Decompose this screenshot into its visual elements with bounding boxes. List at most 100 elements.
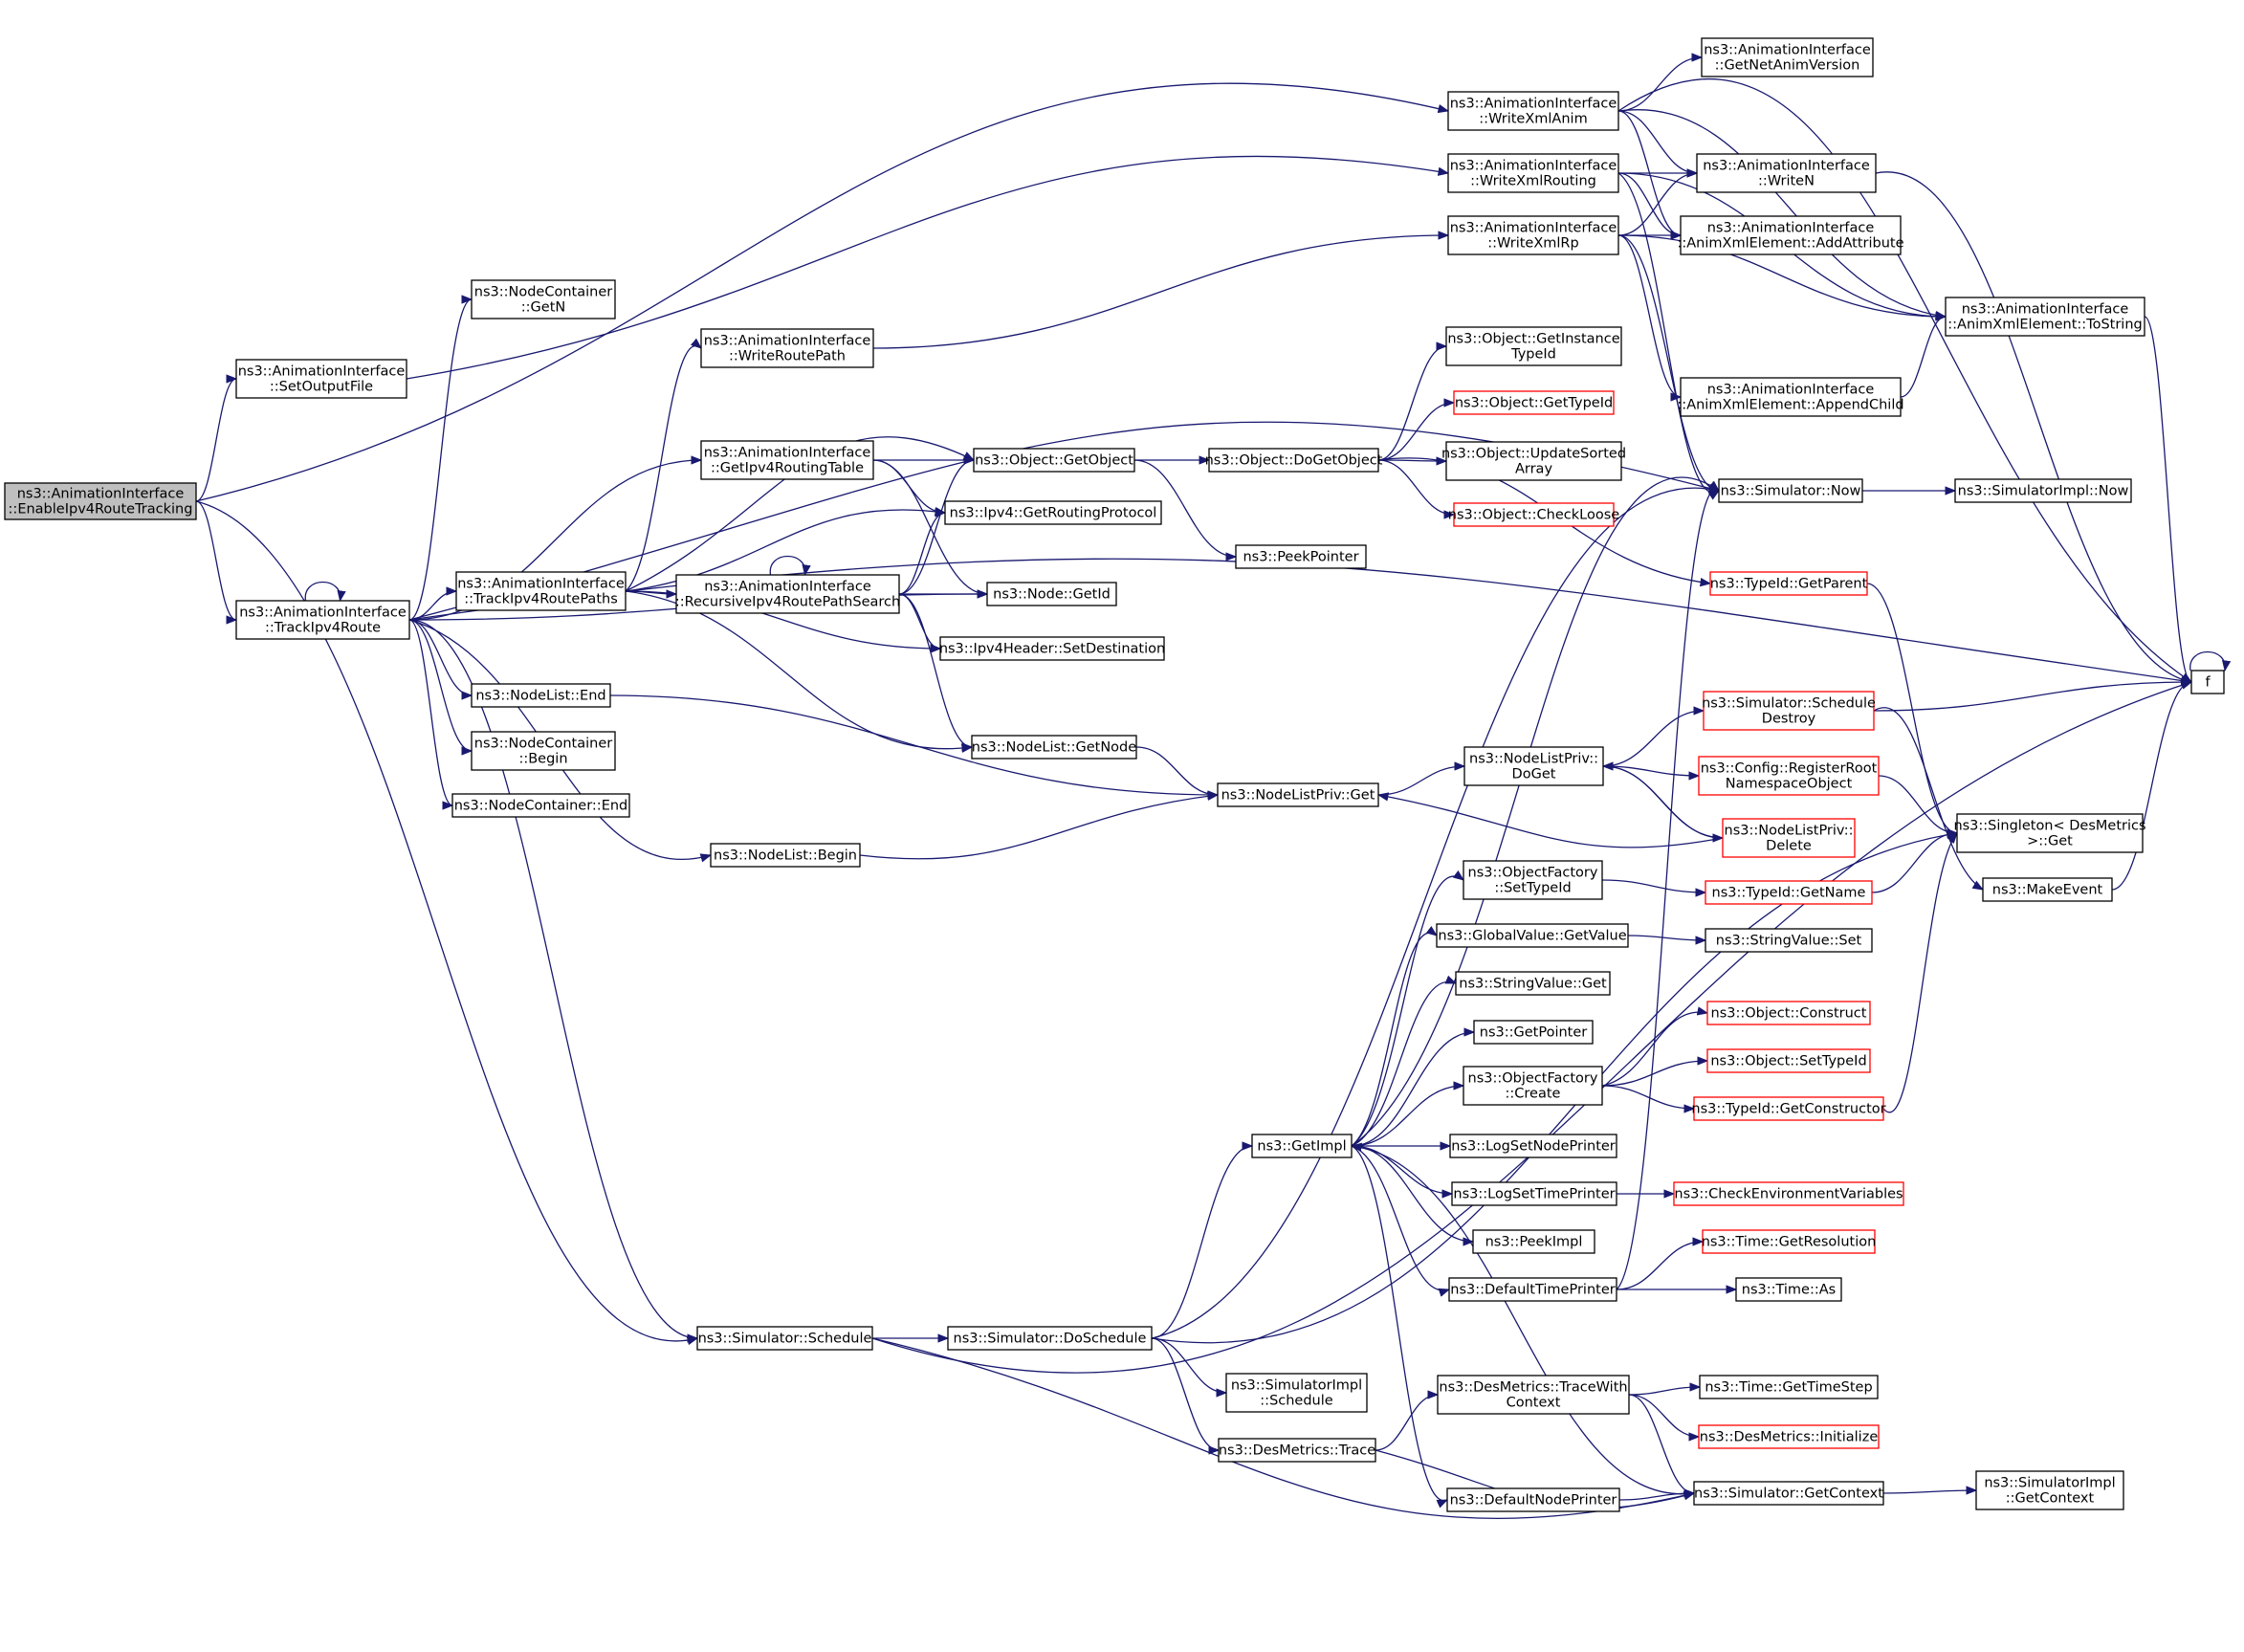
node-gv_getvalue[interactable]: ns3::GlobalValue::GetValue (1436, 923, 1629, 948)
node-getobject[interactable]: ns3::Object::GetObject (973, 448, 1135, 473)
node-time_as[interactable]: ns3::Time::As (1735, 1277, 1842, 1302)
node-setdest[interactable]: ns3::Ipv4Header::SetDestination (939, 636, 1165, 661)
node-of_create[interactable]: ns3::ObjectFactory::Create (1463, 1066, 1603, 1106)
node-peekimpl[interactable]: ns3::PeekImpl (1472, 1229, 1595, 1254)
node-f[interactable]: f (2190, 670, 2225, 694)
node-makeevent[interactable]: ns3::MakeEvent (1982, 877, 2113, 902)
edge-writexmlrp-to-simnow (1617, 234, 1721, 496)
node-getroutingtable[interactable]: ns3::AnimationInterface::GetIpv4RoutingT… (700, 440, 874, 480)
node-typeid_getctor[interactable]: ns3::TypeId::GetConstructor (1691, 1096, 1886, 1121)
node-addattr-label-1: ::AnimXmlElement::AddAttribute (1677, 236, 1903, 252)
node-tracewithctx-label-0: ns3::DesMetrics::TraceWith (1439, 1380, 1627, 1396)
node-nc_begin[interactable]: ns3::NodeContainer::Begin (471, 731, 616, 771)
node-writexmlrouting[interactable]: ns3::AnimationInterface::WriteXmlRouting (1447, 153, 1619, 193)
node-desmetrics_trace[interactable]: ns3::DesMetrics::Trace (1218, 1438, 1376, 1463)
node-object_settypeid[interactable]: ns3::Object::SetTypeId (1706, 1048, 1871, 1073)
edge-f-to-f (2189, 650, 2232, 672)
node-nlp_delete[interactable]: ns3::NodeListPriv::Delete (1722, 818, 1856, 858)
edge-dogetobject-to-getinstancetypeid (1377, 341, 1448, 461)
node-time_getstep[interactable]: ns3::Time::GetTimeStep (1699, 1375, 1879, 1399)
node-doschedule[interactable]: ns3::Simulator::DoSchedule (947, 1326, 1153, 1351)
node-appendchild[interactable]: ns3::AnimationInterface::AnimXmlElement:… (1677, 377, 1904, 417)
node-gettypeid[interactable]: ns3::Object::GetTypeId (1453, 390, 1615, 415)
node-trackroute-label-1: ::TrackIpv4Route (265, 621, 381, 636)
node-sim_getcontext[interactable]: ns3::Simulator::GetContext (1693, 1481, 1884, 1506)
node-appendchild-label-0: ns3::AnimationInterface (1707, 383, 1875, 398)
node-setoutput[interactable]: ns3::AnimationInterface::SetOutputFile (235, 359, 407, 399)
node-defnodeprinter[interactable]: ns3::DefaultNodePrinter (1446, 1487, 1620, 1512)
node-defnodeprinter-label-0: ns3::DefaultNodePrinter (1450, 1493, 1617, 1509)
node-typeid_getname[interactable]: ns3::TypeId::GetName (1705, 880, 1873, 905)
edge-schedule_destroy-to-f (1873, 677, 2193, 712)
node-writexmlanim-label-1: ::WriteXmlAnim (1479, 112, 1587, 127)
node-getnetanim[interactable]: ns3::AnimationInterface::GetNetAnimVersi… (1701, 37, 1874, 77)
node-lognodeprinter[interactable]: ns3::LogSetNodePrinter (1449, 1134, 1617, 1158)
edge-doschedule-to-getimpl (1151, 1141, 1254, 1339)
node-nl_getnode[interactable]: ns3::NodeList::GetNode (971, 735, 1137, 760)
node-f-box (2190, 670, 2225, 694)
node-nlp_get[interactable]: ns3::NodeListPriv::Get (1217, 782, 1379, 807)
node-peekpointer[interactable]: ns3::PeekPointer (1235, 544, 1367, 569)
edge-enable-to-writexmlanim (195, 82, 1450, 502)
node-getpointer-label-0: ns3::GetPointer (1480, 1025, 1588, 1041)
node-trackpaths[interactable]: ns3::AnimationInterface::TrackIpv4RouteP… (455, 571, 627, 611)
edge-dogetobject-to-checkloose (1377, 459, 1456, 519)
node-lognodeprinter-box (1449, 1134, 1617, 1158)
node-stringvalue_set[interactable]: ns3::StringValue::Set (1705, 928, 1873, 953)
node-registerroot-label-1: NamespaceObject (1726, 777, 1853, 792)
node-writexmlanim[interactable]: ns3::AnimationInterface::WriteXmlAnim (1447, 91, 1619, 131)
node-time_getres[interactable]: ns3::Time::GetResolution (1702, 1229, 1877, 1254)
node-writexmlrp[interactable]: ns3::AnimationInterface::WriteXmlRp (1447, 215, 1619, 255)
node-nc_getn[interactable]: ns3::NodeContainer::GetN (471, 279, 616, 319)
node-nc_end[interactable]: ns3::NodeContainer::End (451, 793, 630, 818)
node-deftimeprinter[interactable]: ns3::DefaultTimePrinter (1448, 1277, 1617, 1302)
node-checkenv[interactable]: ns3::CheckEnvironmentVariables (1673, 1181, 1904, 1206)
node-simimpl_sched[interactable]: ns3::SimulatorImpl::Schedule (1225, 1373, 1368, 1413)
node-getimpl[interactable]: ns3::GetImpl (1251, 1134, 1353, 1158)
node-time_getstep-label-0: ns3::Time::GetTimeStep (1705, 1380, 1872, 1396)
node-simimpl_now-label-0: ns3::SimulatorImpl::Now (1958, 484, 2129, 499)
node-gettypeid-label-0: ns3::Object::GetTypeId (1455, 396, 1613, 411)
node-getimpl-box (1251, 1134, 1353, 1158)
node-nl_end[interactable]: ns3::NodeList::End (471, 683, 611, 708)
node-sched[interactable]: ns3::Simulator::Schedule (696, 1326, 873, 1351)
node-nl_begin[interactable]: ns3::NodeList::Begin (710, 843, 861, 868)
node-singleton_get-box (1956, 813, 2144, 853)
node-logtimeprinter[interactable]: ns3::LogSetTimePrinter (1451, 1181, 1617, 1206)
node-simimpl_getctx[interactable]: ns3::SimulatorImpl::GetContext (1975, 1470, 2124, 1510)
edge-setoutput-to-writexmlrouting (406, 155, 1450, 380)
node-nodegetid[interactable]: ns3::Node::GetId (986, 582, 1117, 606)
node-object_construct[interactable]: ns3::Object::Construct (1706, 1001, 1871, 1025)
node-desmetrics_init[interactable]: ns3::DesMetrics::Initialize (1698, 1424, 1880, 1449)
node-writeroutepath[interactable]: ns3::AnimationInterface::WriteRoutePath (700, 328, 874, 368)
edge-of_settypeid-to-typeid_getname (1601, 879, 1707, 897)
node-simnow[interactable]: ns3::Simulator::Now (1718, 478, 1863, 503)
node-tostring[interactable]: ns3::AnimationInterface::AnimXmlElement:… (1945, 297, 2145, 337)
edge-dogetobject-to-updatesorted (1377, 456, 1448, 466)
node-dogetobject[interactable]: ns3::Object::DoGetObject (1205, 448, 1383, 473)
node-checkloose[interactable]: ns3::Object::CheckLoose (1448, 502, 1619, 527)
node-getpointer[interactable]: ns3::GetPointer (1473, 1020, 1594, 1045)
node-recursive[interactable]: ns3::AnimationInterface::RecursiveIpv4Ro… (675, 574, 900, 614)
node-getrouting[interactable]: ns3::Ipv4::GetRoutingProtocol (944, 500, 1162, 525)
node-simimpl_now[interactable]: ns3::SimulatorImpl::Now (1954, 478, 2132, 503)
node-typeid_getparent[interactable]: ns3::TypeId::GetParent (1709, 571, 1868, 596)
node-dogetobject-label-0: ns3::Object::DoGetObject (1205, 453, 1383, 469)
node-trackroute[interactable]: ns3::AnimationInterface::TrackIpv4Route (235, 600, 410, 640)
node-setoutput-box (235, 359, 407, 399)
edge-enable-to-setoutput (195, 374, 238, 502)
node-sv_get[interactable]: ns3::StringValue::Get (1455, 971, 1611, 996)
node-registerroot-box (1698, 756, 1880, 796)
node-writen[interactable]: ns3::AnimationInterface::WriteN (1696, 153, 1877, 193)
node-of_settypeid[interactable]: ns3::ObjectFactory::SetTypeId (1463, 860, 1603, 900)
node-peekimpl-label-0: ns3::PeekImpl (1485, 1235, 1583, 1250)
node-nlp_doget[interactable]: ns3::NodeListPriv::DoGet (1463, 746, 1604, 786)
node-enable[interactable]: ns3::AnimationInterface::EnableIpv4Route… (4, 482, 197, 520)
node-singleton_get[interactable]: ns3::Singleton< DesMetrics>::Get (1953, 813, 2146, 853)
node-addattr[interactable]: ns3::AnimationInterface::AnimXmlElement:… (1677, 215, 1904, 255)
